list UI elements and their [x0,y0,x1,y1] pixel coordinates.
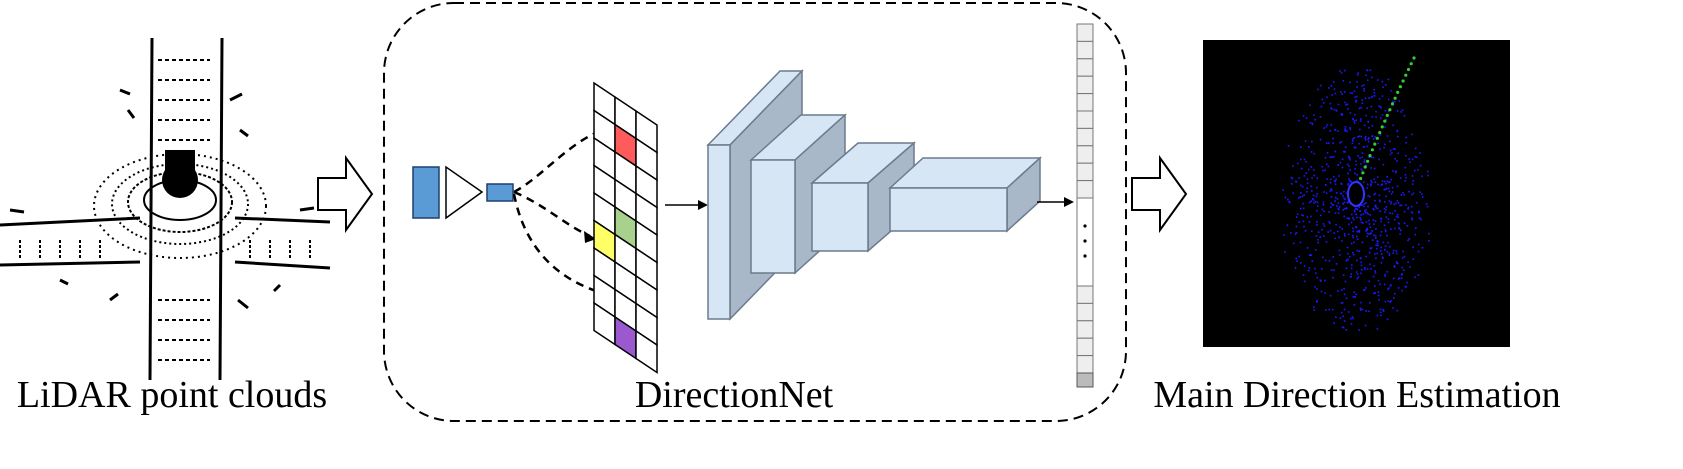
vector-cell [1076,145,1094,164]
vector-cell [1076,110,1094,129]
vector-cell [1076,180,1094,199]
vector-cell [1076,302,1094,322]
arrow-to-output-vector [1037,197,1074,207]
directionnet-caption: DirectionNet [635,374,834,416]
grid-cell [635,329,658,374]
vector-cell [1076,285,1094,304]
hollow-right-arrow-icon [317,154,374,234]
vector-cell [1076,40,1094,60]
feature-grid [593,81,658,374]
vector-cell [1076,23,1094,42]
vector-cell [1076,355,1094,374]
conv-block-front [811,182,869,252]
ellipsis-dot [1083,254,1087,258]
conv-block-front [707,144,731,320]
vector-cell-last [1076,372,1094,388]
vector-cell [1076,75,1094,95]
vector-cell [1076,162,1094,182]
triangle-icon [445,165,484,220]
output-caption: Main Direction Estimation [1153,374,1560,416]
conv-block-front [889,187,1008,232]
conv-blocks [706,69,1042,321]
input-feature-block [412,166,440,219]
conv-block-front [750,159,796,274]
ellipsis-dot [1083,224,1087,228]
ellipsis-dot [1083,239,1087,243]
vector-cell [1076,337,1094,357]
vector-cell [1076,127,1094,147]
lidar-point-cloud-image [0,37,331,381]
directionnet-boundary [383,2,1127,422]
direction-estimation-image [1203,40,1510,347]
output-vector [1076,23,1094,388]
vector-cell [1076,58,1094,77]
blue-point-cloud [1282,69,1430,331]
hollow-right-arrow-icon [1131,154,1188,234]
lidar-caption: LiDAR point clouds [17,374,327,416]
arrow-to-conv [665,200,708,210]
pooled-feature-block [486,183,514,202]
vector-cell [1076,93,1094,112]
vector-cell [1076,320,1094,339]
